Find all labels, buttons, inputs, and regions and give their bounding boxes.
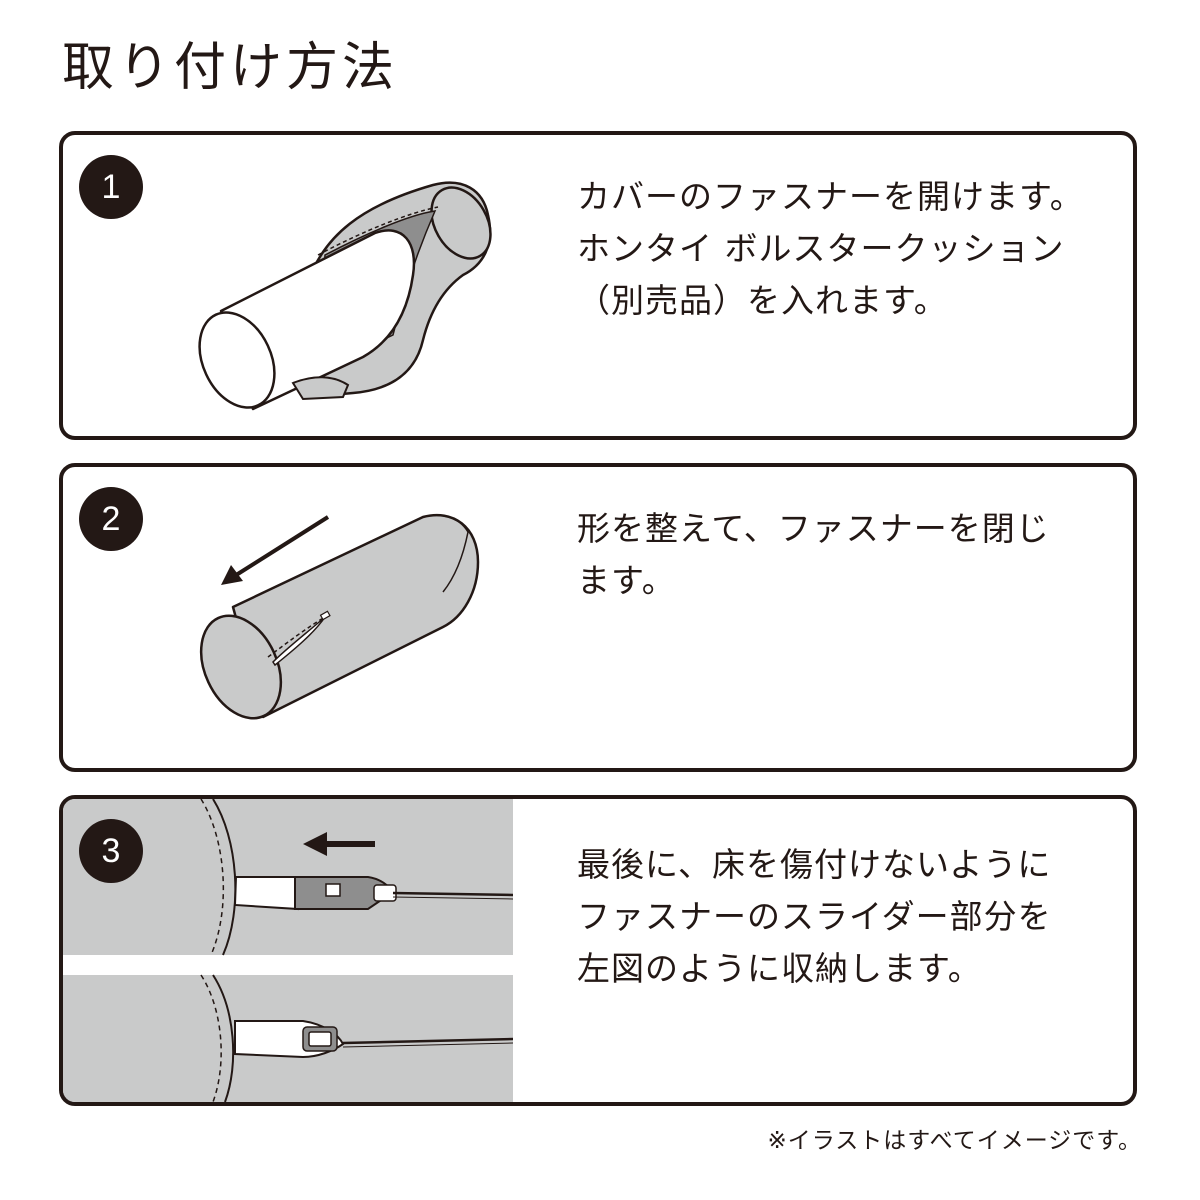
arrow-left-icon [303,832,375,856]
step-2-instruction: 形を整えて、ファスナーを閉じ ます。 [577,509,1050,600]
footnote: ※イラストはすべてイメージです。 [767,1128,1142,1154]
step-number-badge: 1 [79,155,143,219]
step-2-panel: 2 形を整えて、ファスナーを閉じ ます。 [59,463,1137,772]
slider-store-illustration [63,799,513,1102]
step-3-panel: 3 最後に、床を傷付けないように ファスナーのスライダー部分を 左図のように収納… [59,795,1137,1106]
step-1-panel: 1 カバーのファスナーを開けます。 ホンタイ ボルスタークッション （別売品）を… [59,131,1137,440]
zipper-close-illustration [199,513,480,720]
page-title: 取り付け方法 [62,38,399,98]
arrow-left-down-icon [221,515,330,585]
step-3-instruction: 最後に、床を傷付けないように ファスナーのスライダー部分を 左図のように収納しま… [577,845,1052,988]
step-1-instruction: カバーのファスナーを開けます。 ホンタイ ボルスタークッション （別売品）を入れ… [577,177,1084,320]
step-number-badge: 2 [79,487,143,551]
bolster-insert-illustration [198,181,492,411]
step-number-badge: 3 [79,819,143,883]
